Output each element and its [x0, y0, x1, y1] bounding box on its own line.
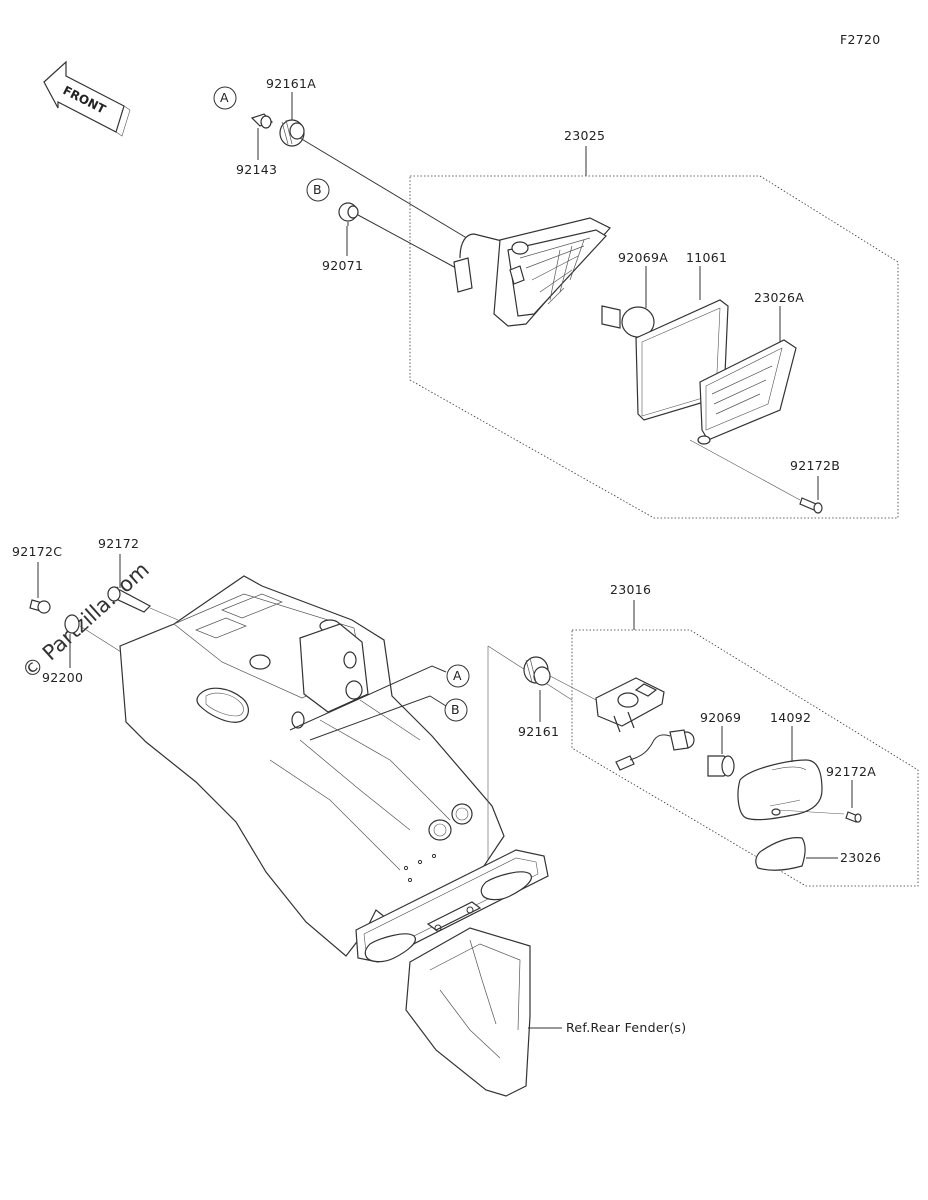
- screw-92172C: [29, 562, 51, 614]
- label-92161A: 92161A: [266, 76, 316, 91]
- grommet-92161A: [279, 92, 471, 241]
- grommet-92161: [523, 656, 601, 722]
- tail-lamp-assembly-box: [409, 175, 899, 519]
- label-23016: 23016: [610, 582, 651, 597]
- label-11061: 11061: [686, 250, 727, 265]
- callout-a-lower: A: [446, 664, 470, 688]
- screw-92172A: [777, 780, 862, 823]
- label-92143: 92143: [236, 162, 277, 177]
- svg-text:A: A: [220, 90, 229, 105]
- license-plate-bracket: [355, 849, 549, 963]
- collar-92143: [250, 113, 274, 160]
- callout-b-lower: B: [444, 698, 468, 722]
- svg-text:A: A: [453, 668, 462, 683]
- lens-23026A: [697, 306, 797, 445]
- label-23026: 23026: [840, 850, 881, 865]
- figure-code: F2720: [840, 32, 881, 47]
- label-92069: 92069: [700, 710, 741, 725]
- screw-92172B: [689, 439, 823, 514]
- lens-23026: [755, 837, 838, 871]
- lamp-cover-14092: [737, 726, 823, 821]
- label-92172A: 92172A: [826, 764, 876, 779]
- label-23025: 23025: [564, 128, 605, 143]
- socket-housing: [595, 677, 695, 771]
- callout-a-top: A: [213, 86, 237, 110]
- svg-text:B: B: [451, 702, 460, 717]
- bulb-92069: [707, 726, 735, 777]
- label-ref-rear-fender: Ref.Rear Fender(s): [566, 1020, 686, 1035]
- front-arrow-icon: FRONT: [43, 60, 131, 137]
- label-92172: 92172: [98, 536, 139, 551]
- fender-tail: [405, 927, 531, 1097]
- label-92161: 92161: [518, 724, 559, 739]
- lamp-housing: [453, 217, 611, 327]
- label-23026A: 23026A: [754, 290, 804, 305]
- label-92071: 92071: [322, 258, 363, 273]
- label-92172B: 92172B: [790, 458, 840, 473]
- label-14092: 14092: [770, 710, 811, 725]
- label-92200: 92200: [42, 670, 83, 685]
- grommet-92071: [338, 202, 457, 269]
- svg-text:B: B: [313, 182, 322, 197]
- bolt-92172: [107, 554, 179, 621]
- label-92069A: 92069A: [618, 250, 668, 265]
- rear-fender-bracket: [119, 575, 505, 957]
- license-lamp-assembly-box: [487, 629, 919, 887]
- callout-b-top: B: [306, 178, 330, 202]
- label-92172C: 92172C: [12, 544, 62, 559]
- bulb-92069A: [601, 266, 655, 338]
